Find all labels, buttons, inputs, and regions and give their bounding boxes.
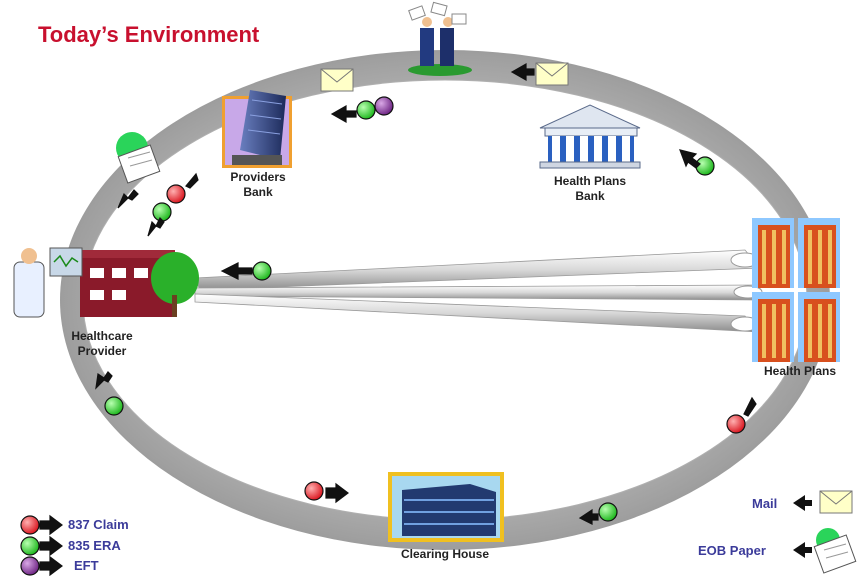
health-plans-bank-label-line2: Bank xyxy=(575,189,605,203)
clearing-house-icon xyxy=(388,472,504,542)
health-plans-bank-label: Health Plans Bank xyxy=(540,174,640,204)
eft-arrow-providers-bank xyxy=(330,96,394,124)
claim-arrow-to-clearing xyxy=(304,481,349,504)
envelope-icon xyxy=(535,62,569,86)
eob-paper-icon xyxy=(813,528,857,574)
era-arrow-from-clearing xyxy=(578,502,618,525)
page-title: Today’s Environment xyxy=(38,22,260,47)
providers-bank-label-line1: Providers xyxy=(230,170,286,184)
legend-claim-label: 837 Claim xyxy=(68,517,129,532)
healthcare-provider-icon xyxy=(13,247,199,318)
envelope-icon xyxy=(819,490,853,514)
red-dot-arrow-icon xyxy=(20,514,63,536)
paper-legend-icons xyxy=(793,490,857,574)
eob-paper-box-icon xyxy=(116,132,161,184)
providers-bank-building-icon xyxy=(222,90,292,168)
health-plans-bank-label-line1: Health Plans xyxy=(553,174,627,188)
mail-legend-label: Mail xyxy=(752,496,778,511)
healthcare-provider-label-line1: Healthcare xyxy=(71,329,133,343)
envelope-icon xyxy=(320,68,354,92)
eob-paper-legend-label: EOB Paper xyxy=(698,543,766,558)
healthcare-provider-label-line2: Provider xyxy=(77,344,127,358)
mail-arrow-top xyxy=(510,62,535,82)
claim-arrow-to-plans xyxy=(726,396,757,434)
providers-bank-label-line2: Bank xyxy=(243,185,273,199)
paperwork-people-icon xyxy=(408,1,472,76)
purple-dot-arrow-icon xyxy=(20,555,63,576)
clearing-house-label: Clearing House xyxy=(400,547,490,561)
health-plans-label: Health Plans xyxy=(763,364,837,378)
eob-arrow-icon xyxy=(793,542,812,558)
flow-ring xyxy=(60,50,830,550)
legend-era-label: 835 ERA xyxy=(68,538,121,553)
era-arrow-to-provider xyxy=(220,261,272,281)
health-plans-bank-icon xyxy=(539,104,641,169)
era-arrow-bottom-left xyxy=(95,371,124,416)
eft-arrow-health-bank xyxy=(679,149,715,176)
health-plans-buildings-icon xyxy=(752,218,840,362)
legend-icons xyxy=(20,514,63,576)
legend-eft-label: EFT xyxy=(74,558,99,573)
flow-markers xyxy=(95,62,757,525)
providers-bank-label: Providers Bank xyxy=(218,170,298,200)
healthcare-provider-label: Healthcare Provider xyxy=(62,329,142,359)
mail-arrow-icon xyxy=(793,495,812,511)
claim-era-arrows-left xyxy=(117,172,199,237)
green-dot-arrow-icon xyxy=(20,535,63,557)
